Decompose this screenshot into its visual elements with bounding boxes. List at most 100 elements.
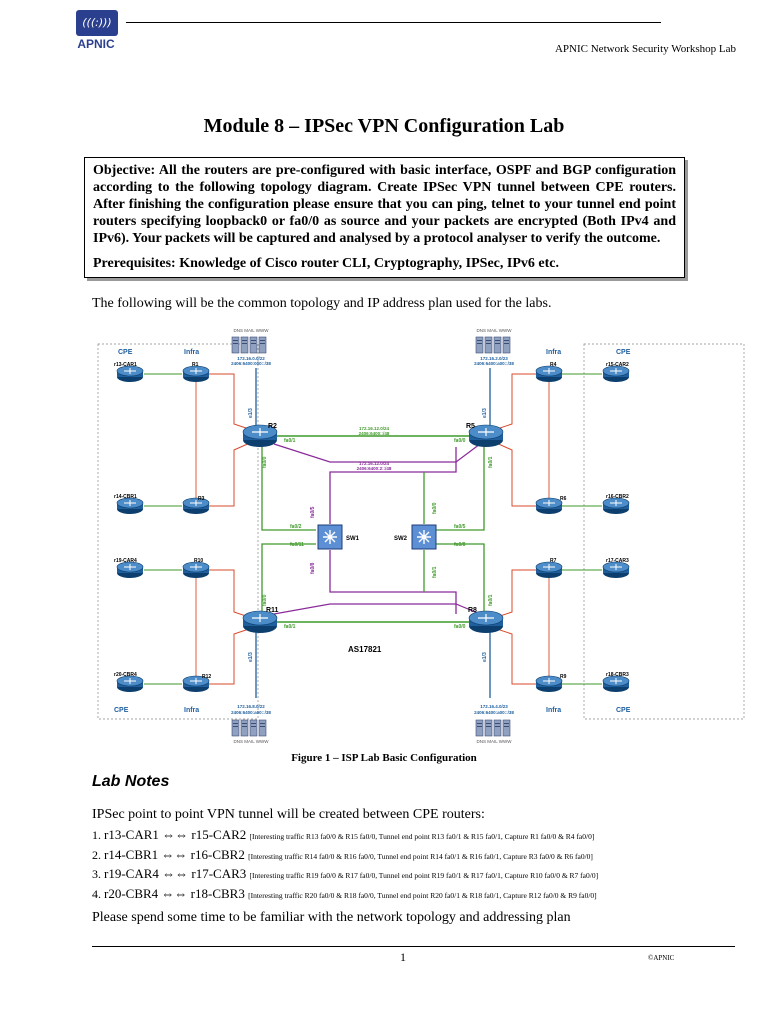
router-r10	[182, 561, 210, 579]
iface-r2-fa00: fa0/0	[262, 456, 268, 468]
label-r11: R11	[266, 607, 279, 614]
server-v6-bottom-left: 2406:6400:a00::/38	[231, 710, 271, 715]
link-r2-r5b-v6: 2406:6400:2::/48	[357, 466, 392, 471]
label-r19: r19-CAR4	[114, 558, 137, 564]
right-site-box	[583, 343, 745, 720]
iface-r11-fa00: fa0/0	[262, 594, 268, 606]
tunnel-detail: [Interesting traffic R13 fa0/0 & R15 fa0…	[249, 832, 595, 841]
switch-sw1	[317, 524, 343, 550]
link-r2-r5-v6: 2406:6400::/48	[359, 431, 390, 436]
label-r1: R1	[192, 362, 199, 368]
cpe-label-top-right: CPE	[616, 349, 631, 356]
iface-r11-fa01: fa0/1	[284, 624, 296, 630]
iface-sw1-fa011: fa0/11	[290, 542, 304, 548]
tunnel-item: 3.r19-CAR4 ⇔⇔ r17-CAR3 [Interesting traf…	[92, 865, 598, 885]
page-number: 1	[400, 950, 406, 964]
iface-r5-fa01: fa0/1	[488, 456, 494, 468]
tunnel-pair: r14-CBR1 ⇔⇔ r16-CBR2	[104, 846, 245, 862]
label-sw2: SW2	[394, 536, 408, 542]
label-r18: r18-CBR3	[606, 672, 629, 678]
server-stack-bottom-left	[231, 719, 267, 737]
tunnel-detail: [Interesting traffic R20 fa0/0 & R18 fa0…	[248, 890, 597, 900]
infra-label-bottom-right: Infra	[546, 707, 561, 714]
label-r14: r14-CBR1	[114, 494, 137, 500]
header-title: APNIC Network Security Workshop Lab	[554, 43, 736, 55]
page-title: Module 8 – IPSec VPN Configuration Lab	[203, 115, 565, 137]
iface-sw1-fa02: fa0/2	[290, 524, 302, 530]
iface-r11-e13: e1/3	[248, 652, 254, 662]
tunnel-number: 1.	[92, 828, 101, 842]
tunnel-detail: [Interesting traffic R19 fa0/0 & R17 fa0…	[249, 871, 599, 880]
label-r13: r13-CAR1	[114, 362, 137, 368]
iface-r8-fa00: fa0/0	[454, 624, 466, 630]
switch-sw2	[411, 524, 437, 550]
footer-rule	[92, 946, 735, 947]
label-r6: R6	[560, 496, 567, 502]
router-r15	[602, 365, 630, 383]
link-r2-r5b-v4: 172.16.12.0/24	[359, 461, 390, 466]
figure-caption: Figure 1 – ISP Lab Basic Configuration	[291, 752, 477, 764]
tunnel-detail: [Interesting traffic R14 fa0/0 & R16 fa0…	[248, 851, 593, 861]
server-v4-bottom-left: 172.16.8.0/22	[237, 704, 265, 709]
apnic-logo: (((:))) APNIC	[70, 10, 122, 52]
router-r13	[116, 365, 144, 383]
label-r20: r20-CBR4	[114, 672, 137, 678]
cpe-label-bottom-right: CPE	[616, 707, 631, 714]
copyright: ©APNIC	[648, 954, 675, 962]
as-label: AS17821	[348, 645, 382, 654]
server-label-top-left: DNS MAIL WWW	[233, 328, 269, 333]
lab-notes-heading: Lab Notes	[92, 773, 170, 790]
intro-text: The following will be the common topolog…	[92, 296, 552, 311]
label-r5: R5	[466, 423, 475, 430]
server-label-bottom-left: DNS MAIL WWW	[233, 739, 269, 744]
server-v4-top-left: 172.16.0.0/22	[237, 356, 265, 361]
objective-box: Objective: All the routers are pre-confi…	[84, 157, 685, 278]
server-stack-bottom-right	[475, 719, 511, 737]
label-r4: R4	[550, 362, 557, 368]
server-label-bottom-right: DNS MAIL WWW	[476, 739, 512, 744]
tunnel-item: 4.r20-CBR4 ⇔⇔ r18-CBR3 [Interesting traf…	[92, 885, 598, 905]
iface-sw1-fa05: fa0/5	[310, 506, 316, 518]
iface-sw2-fa08: fa0/8	[454, 542, 466, 548]
label-r12: R12	[202, 674, 211, 680]
label-sw1: SW1	[346, 536, 360, 542]
router-r16	[602, 497, 630, 515]
router-r18	[602, 675, 630, 693]
server-v4-bottom-right: 172.16.4.0/23	[480, 704, 508, 709]
iface-sw2-fa05: fa0/5	[454, 524, 466, 530]
iface-sw1-fa08: fa0/8	[310, 562, 316, 574]
tunnel-number: 4.	[92, 886, 101, 901]
iface-r8-fa01: fa0/1	[488, 594, 494, 606]
router-r8	[468, 610, 504, 634]
label-r10: R10	[194, 558, 203, 564]
label-r8: R8	[468, 607, 477, 614]
server-stack-top-right	[475, 336, 511, 354]
router-r9	[535, 675, 563, 693]
server-stack-top-left	[231, 336, 267, 354]
cpe-label-bottom-left: CPE	[114, 707, 129, 714]
tunnel-pair: r13-CAR1 ⇔⇔ r15-CAR2	[104, 827, 247, 842]
tunnel-number: 3.	[92, 867, 101, 881]
tunnel-item: 1.r13-CAR1 ⇔⇔ r15-CAR2 [Interesting traf…	[92, 826, 598, 846]
label-r3: R3	[198, 496, 205, 502]
iface-r8-e13: e1/3	[482, 652, 488, 662]
label-r2: R2	[268, 423, 277, 430]
label-r15: r15-CAR2	[606, 362, 629, 368]
topology-diagram: DNS MAIL WWW 172.16.0.0/22 2406:6400:000…	[97, 328, 745, 744]
tunnel-item: 2.r14-CBR1 ⇔⇔ r16-CBR2 [Interesting traf…	[92, 846, 598, 866]
iface-r2-e13: e1/3	[248, 408, 254, 418]
router-r17	[602, 561, 630, 579]
iface-r2-fa01: fa0/1	[284, 438, 296, 444]
iface-r5-fa00: fa0/0	[454, 438, 466, 444]
apnic-logo-mark: (((:)))	[76, 10, 118, 36]
iface-r5-e13: e1/3	[482, 408, 488, 418]
router-r14	[116, 497, 144, 515]
iface-sw2-fa01: fa0/1	[432, 566, 438, 578]
server-v4-top-right: 172.16.2.0/23	[480, 356, 508, 361]
apnic-logo-text: APNIC	[77, 37, 115, 51]
infra-label-top-left: Infra	[184, 349, 199, 356]
tunnel-list: 1.r13-CAR1 ⇔⇔ r15-CAR2 [Interesting traf…	[92, 826, 598, 904]
tunnel-pair: r20-CBR4 ⇔⇔ r18-CBR3	[104, 885, 245, 901]
router-r1	[182, 365, 210, 383]
cpe-label-top-left: CPE	[118, 349, 133, 356]
